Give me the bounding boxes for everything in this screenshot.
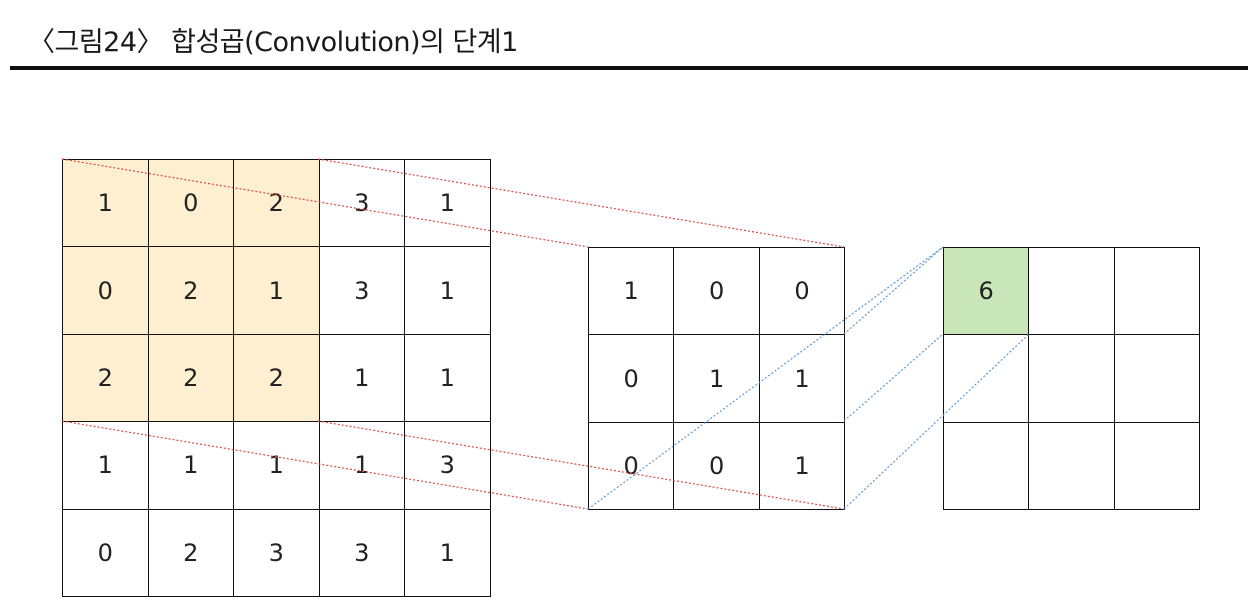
output-cell-r1-c2 <box>1029 248 1115 336</box>
input-cell-r4-c1: 1 <box>63 422 149 510</box>
output-cell-r3-c3 <box>1114 422 1201 511</box>
kernel-cell-r1-c2: 0 <box>674 248 760 336</box>
connector-kernel-output-mid <box>843 246 944 335</box>
output-cell-r1-c1: 6 <box>944 248 1030 336</box>
output-cell-r3-c2 <box>1029 422 1115 511</box>
input-cell-r5-c4: 3 <box>319 509 405 597</box>
kernel-cell-r1-c3: 0 <box>759 248 846 336</box>
figure-title: 〈그림24〉 합성곱(Convolution)의 단계1 <box>28 27 518 58</box>
input-cell-r4-c2: 1 <box>148 422 234 510</box>
input-cell-r3-c3: 2 <box>234 334 320 423</box>
title-underline <box>10 66 1248 70</box>
kernel-cell-r2-c1: 0 <box>589 335 675 423</box>
kernel-cell-r3-c1: 0 <box>589 422 675 511</box>
input-cell-r2-c5: 1 <box>405 247 491 335</box>
input-cell-r1-c4: 3 <box>319 160 405 248</box>
input-cell-r5-c2: 2 <box>148 509 234 597</box>
output-matrix: 6 <box>943 247 1201 511</box>
input-cell-r5-c5: 1 <box>405 509 491 597</box>
input-cell-r2-c2: 2 <box>148 247 234 335</box>
input-cell-r4-c4: 1 <box>319 422 405 510</box>
kernel-cell-r2-c2: 1 <box>674 335 760 423</box>
input-cell-r4-c3: 1 <box>234 422 320 510</box>
input-cell-r3-c4: 1 <box>319 334 405 423</box>
input-cell-r1-c5: 1 <box>405 160 491 248</box>
kernel-cell-r2-c3: 1 <box>759 335 846 423</box>
output-cell-r2-c2 <box>1029 335 1115 423</box>
input-cell-r2-c4: 3 <box>319 247 405 335</box>
output-cell-r2-c1 <box>944 335 1030 423</box>
input-cell-r5-c3: 3 <box>234 509 320 597</box>
input-cell-r3-c2: 2 <box>148 334 234 423</box>
input-cell-r5-c1: 0 <box>63 509 149 597</box>
kernel-cell-r1-c1: 1 <box>589 248 675 336</box>
output-cell-r1-c3 <box>1114 248 1201 336</box>
input-cell-r1-c3: 2 <box>234 160 320 248</box>
input-cell-r1-c2: 0 <box>148 160 234 248</box>
connector-kernel-output-top-right <box>843 333 944 422</box>
input-cell-r4-c5: 3 <box>405 422 491 510</box>
output-cell-r2-c3 <box>1114 335 1201 423</box>
input-cell-r3-c1: 2 <box>63 334 149 423</box>
input-cell-r1-c1: 1 <box>63 160 149 248</box>
input-cell-r2-c1: 0 <box>63 247 149 335</box>
kernel-cell-r3-c2: 0 <box>674 422 760 511</box>
output-cell-r3-c1 <box>944 422 1030 511</box>
kernel-cell-r3-c3: 1 <box>759 422 846 511</box>
input-cell-r3-c5: 1 <box>405 334 491 423</box>
input-cell-r2-c3: 1 <box>234 247 320 335</box>
